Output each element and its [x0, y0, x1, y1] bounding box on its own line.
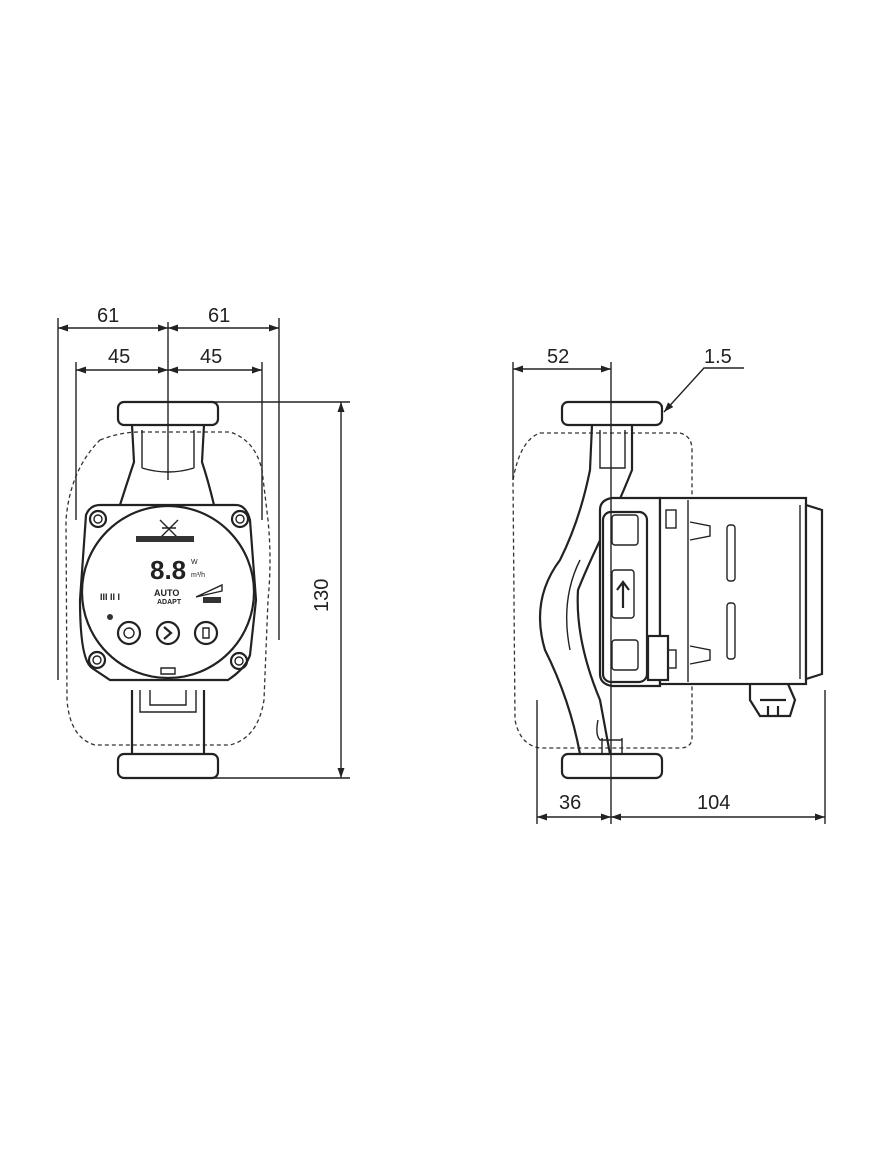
constant-pressure-icon: [203, 597, 221, 603]
right-button[interactable]: [193, 620, 219, 646]
side-control-housing: [601, 510, 649, 684]
side-motor-end-cap: [804, 503, 824, 681]
front-lower-neck: [130, 690, 206, 754]
dim-label-45-right: 45: [200, 346, 222, 368]
screw-top-left: [88, 509, 108, 529]
side-bottom-flange: [560, 752, 664, 780]
control-panel-face: [80, 504, 256, 680]
side-top-flange: [560, 400, 664, 427]
dim-label-61-left: 61: [97, 305, 119, 327]
dim-label-45-left: 45: [108, 346, 130, 368]
mode-adapt-label: ADAPT: [157, 599, 182, 606]
speed-bars-label: III II I: [100, 592, 120, 602]
curve-icon: [195, 583, 223, 598]
dim-label-36: 36: [559, 792, 581, 814]
screw-bottom-left: [87, 650, 107, 670]
dim-label-61-right: 61: [208, 305, 230, 327]
front-upper-neck: [118, 424, 216, 506]
cable-connector: [748, 683, 797, 718]
side-pump-housing: [538, 424, 594, 755]
dim-label-52: 52: [547, 346, 569, 368]
select-button[interactable]: [155, 620, 181, 646]
connector-notch: [160, 667, 176, 675]
dim-label-1-5: 1.5: [704, 346, 732, 368]
display-digits: 8.8: [150, 555, 186, 585]
front-motor-body: [78, 503, 258, 682]
unit-top-label: W: [191, 559, 198, 566]
side-motor-can: [658, 496, 808, 686]
front-view: 8.8 W m³/h III II I AUTO ADAPT: [57, 305, 350, 780]
dim-leader-1-5: [663, 367, 744, 413]
logo-mark: [159, 519, 179, 539]
unit-bottom-label: m³/h: [191, 572, 205, 579]
dim-label-130: 130: [311, 579, 333, 612]
indicator-led: [107, 614, 113, 620]
side-view: 52 1.5 36 104: [512, 346, 826, 824]
left-button[interactable]: [116, 620, 142, 646]
dim-label-104: 104: [697, 792, 730, 814]
logo-wordmark: [136, 536, 194, 542]
cooling-slot-bottom: [726, 602, 736, 660]
front-bottom-flange: [116, 752, 220, 780]
mode-auto-label: AUTO: [154, 588, 179, 598]
screw-top-right: [230, 509, 250, 529]
screw-bottom-right: [229, 651, 249, 671]
flow-direction-arrow-icon: [616, 580, 630, 608]
front-envelope-outline: [65, 431, 271, 746]
side-envelope-outline: [512, 432, 693, 749]
cooling-slot-top: [726, 524, 736, 582]
chevron-right-icon: [163, 626, 173, 640]
